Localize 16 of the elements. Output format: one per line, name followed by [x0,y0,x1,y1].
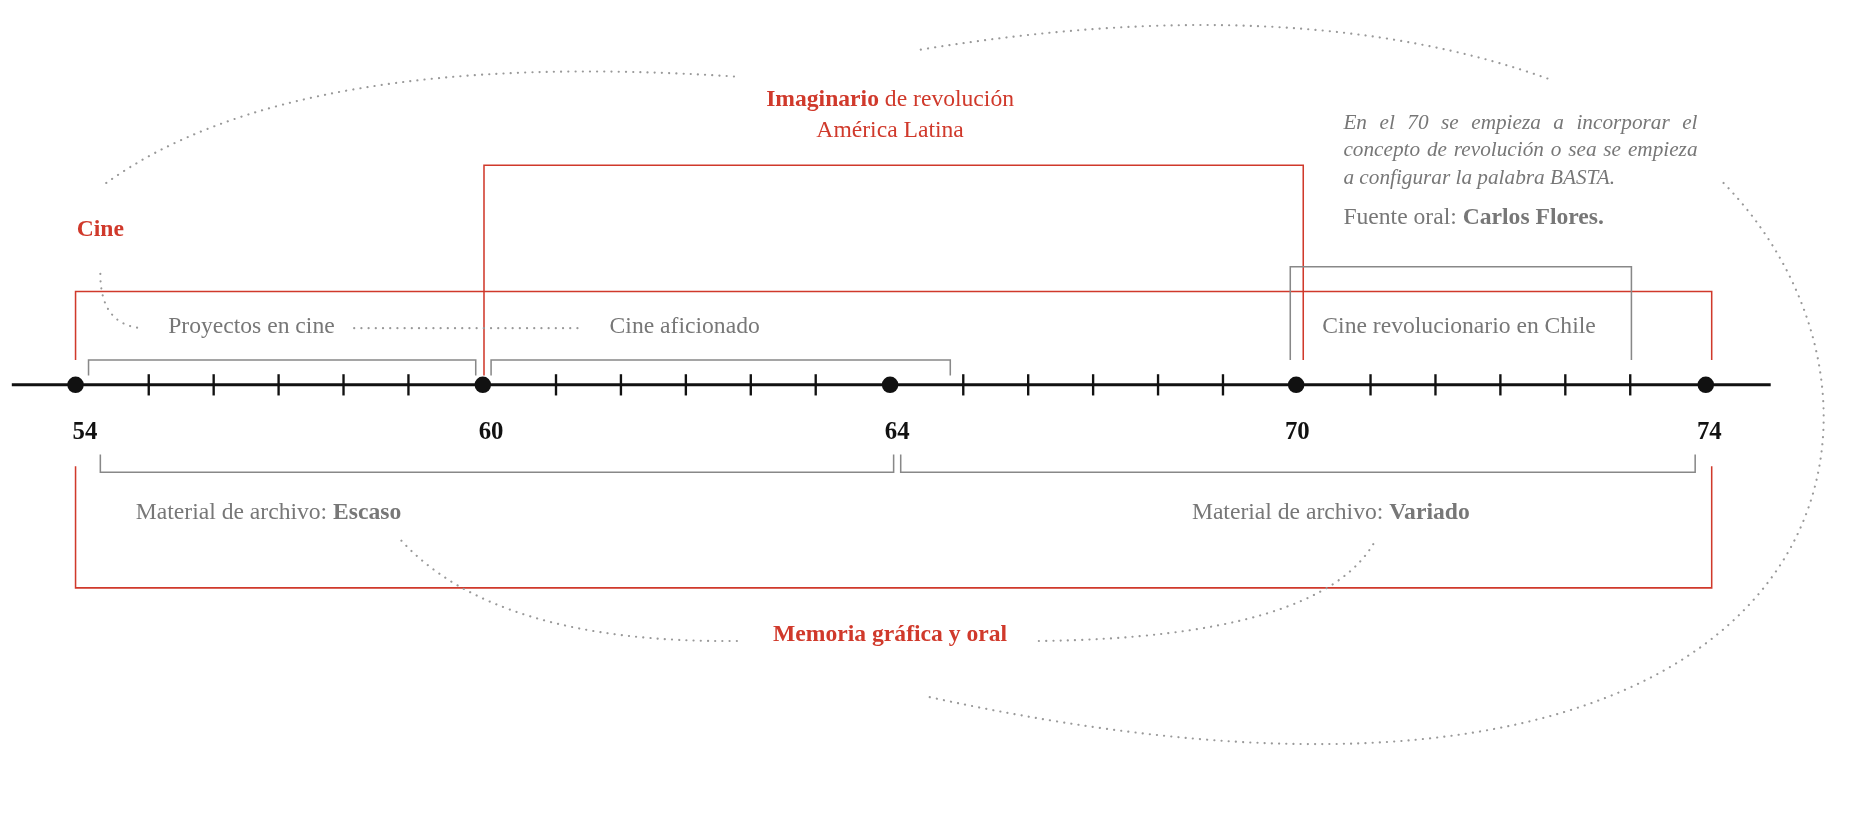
archive-note: Material de archivo: Variado [1191,495,1470,527]
year-label: 70 [1284,415,1310,448]
quote-text: En el 70 se empieza a incorporar el concepto de revolución o sea se empieza a configurar la palabra BASTA. [1343,108,1698,191]
section-heading: Imaginario de revolución América Latina [736,82,1044,144]
year-label: 54 [72,415,98,448]
year-label: 64 [884,415,910,448]
period-label: Cine revolucionario en Chile [1322,309,1596,340]
source-note: Fuente oral: Carlos Flores. [1343,202,1605,232]
year-label: 60 [478,415,504,448]
archive-note: Material de archivo: Escaso [135,495,402,527]
period-label: Cine aficionado [609,309,760,340]
period-label: Proyectos en cine [168,309,335,340]
section-heading: Cine [76,212,124,244]
dotted-connector [400,539,739,643]
section-heading: Memoria gráfica y oral [773,617,1008,649]
year-label: 74 [1696,415,1722,448]
